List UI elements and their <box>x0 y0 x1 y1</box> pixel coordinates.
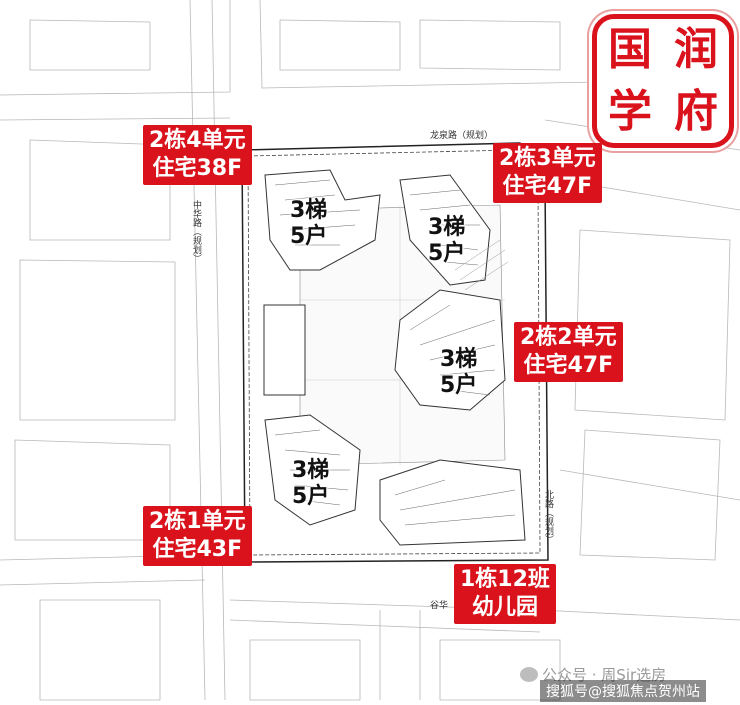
label-building2-unit1: 2栋1单元 住宅43F <box>143 506 252 566</box>
label-building2-unit2: 2栋2单元 住宅47F <box>514 322 623 382</box>
label-line: 2栋3单元 <box>499 146 596 171</box>
label-line: 2栋1单元 <box>149 509 246 534</box>
stair-line: 3梯 <box>290 198 328 223</box>
watermark-text: 公众号 · 周Sir选房 <box>542 666 667 684</box>
logo-char-1: 国 <box>608 24 652 75</box>
stair-line: 5户 <box>290 224 328 249</box>
stair-line: 3梯 <box>440 347 478 372</box>
stair-line: 5户 <box>428 241 466 266</box>
label-line: 2栋2单元 <box>520 325 617 350</box>
stair-line: 5户 <box>292 484 330 509</box>
road-north-label: 龙泉路（规划） <box>430 131 494 141</box>
logo-char-2: 润 <box>674 24 718 75</box>
stair-annotation-nw: 3梯 5户 <box>290 198 327 250</box>
label-line: 住宅38F <box>152 156 243 181</box>
stair-line: 5户 <box>440 373 478 398</box>
stair-line: 3梯 <box>428 215 466 240</box>
logo-char-4: 府 <box>674 86 718 137</box>
road-east-label: 北路（规划） <box>543 490 553 544</box>
road-south-label: 谷华 <box>430 601 449 611</box>
watermark-wechat: 公众号 · 周Sir选房 <box>520 664 666 685</box>
road-west-label: 中华路（规划） <box>191 200 201 263</box>
label-line: 2栋4单元 <box>149 128 246 153</box>
label-line: 幼儿园 <box>471 595 538 620</box>
label-line: 住宅47F <box>502 174 593 199</box>
label-line: 住宅43F <box>152 537 243 562</box>
label-line: 1栋12班 <box>460 567 550 592</box>
stair-annotation-e: 3梯 5户 <box>440 347 477 399</box>
label-building2-unit3: 2栋3单元 住宅47F <box>493 143 602 203</box>
stair-line: 3梯 <box>292 458 330 483</box>
label-building2-unit4: 2栋4单元 住宅38F <box>143 125 252 185</box>
stair-annotation-ne: 3梯 5户 <box>428 215 465 267</box>
logo-badge: 国 润 学 府 <box>592 14 734 148</box>
wechat-icon <box>520 667 538 682</box>
watermark-sohu: 搜狐号@搜狐焦点贺州站 <box>540 680 706 702</box>
label-building1-kindergarten: 1栋12班 幼儿园 <box>454 564 556 624</box>
stair-annotation-sw: 3梯 5户 <box>292 458 329 510</box>
label-line: 住宅47F <box>523 353 614 378</box>
logo-char-3: 学 <box>608 86 652 137</box>
